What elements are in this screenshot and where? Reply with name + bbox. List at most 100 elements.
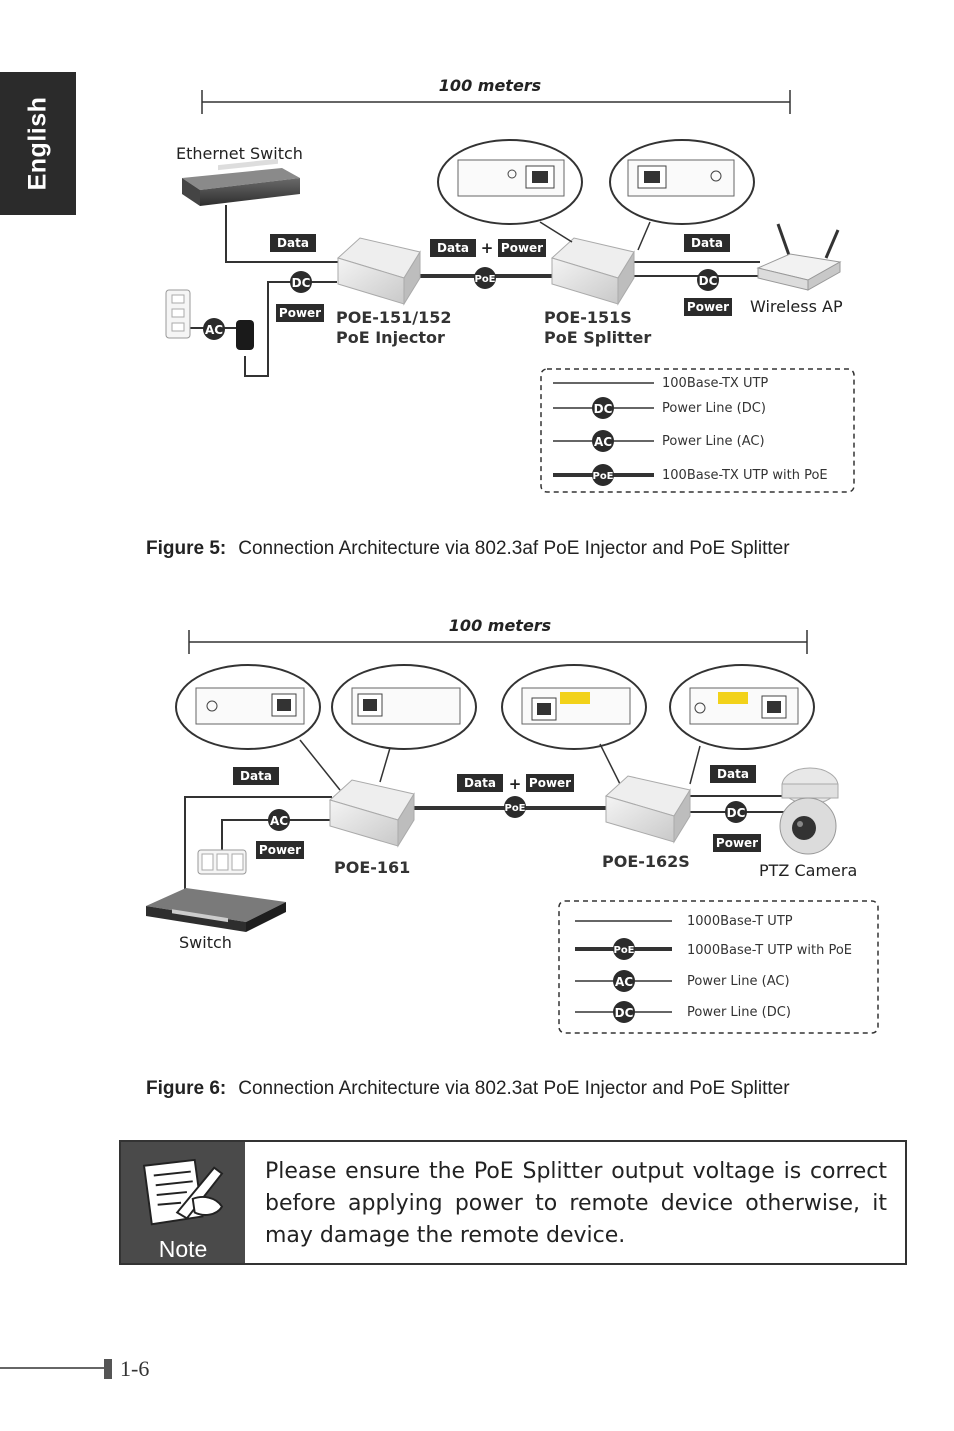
splitter-port-callout	[501, 664, 647, 785]
figure-5-caption-text: Connection Architecture via 802.3af PoE …	[238, 538, 790, 559]
splitter-device-icon	[551, 237, 635, 306]
legend-badge: PoE	[592, 471, 613, 482]
legend-item-label: 100Base-TX UTP	[662, 376, 768, 391]
splitter-model-label: POE-151S	[544, 308, 632, 327]
data-tag-middle: Data	[457, 774, 503, 792]
note-box: Note Please ensure the PoE Splitter outp…	[119, 1140, 907, 1265]
figure-6-diagram: 100 meters	[146, 616, 879, 1034]
legend-item-label: 100Base-TX UTP with PoE	[662, 468, 828, 483]
legend-item-label: Power Line (AC)	[662, 434, 765, 449]
data-tag-left: Data	[270, 234, 316, 252]
data-tag-middle: Data	[430, 239, 476, 257]
legend-badge: AC	[594, 435, 612, 449]
svg-text:Power: Power	[279, 306, 321, 320]
legend-item-label: 1000Base-T UTP	[687, 914, 793, 929]
injector-port-callout	[331, 664, 477, 783]
power-tag-right: Power	[684, 298, 732, 316]
distance-label: 100 meters	[449, 616, 551, 635]
ptz-camera-icon	[779, 767, 839, 855]
splitter-name-label: PoE Splitter	[544, 328, 651, 347]
injector-device-icon	[337, 237, 421, 306]
figure-5-diagram: 100 meters Ethernet Switch	[165, 76, 855, 493]
power-tag-left: Power	[276, 304, 324, 322]
power-tag-middle: Power	[526, 774, 574, 792]
svg-text:Data: Data	[437, 241, 469, 255]
plus-sign: +	[509, 775, 522, 793]
ac-badge: AC	[203, 318, 225, 340]
ac-badge: AC	[268, 809, 290, 831]
dc-badge-right: DC	[697, 269, 719, 291]
svg-text:PoE: PoE	[504, 803, 525, 814]
data-tag-right: Data	[684, 234, 730, 252]
injector-model-label: POE-151/152	[336, 308, 452, 327]
dc-badge-left: DC	[290, 271, 312, 293]
legend-item-label: Power Line (DC)	[687, 1005, 791, 1020]
legend-badge: AC	[615, 975, 633, 989]
svg-text:DC: DC	[727, 806, 746, 820]
poe-badge-middle: PoE	[474, 267, 496, 289]
ptz-camera-label: PTZ Camera	[759, 861, 857, 880]
ethernet-switch-label: Ethernet Switch	[176, 144, 303, 163]
switch-icon	[146, 888, 286, 932]
data-tag-left: Data	[233, 767, 279, 785]
footer-rule	[0, 1367, 104, 1369]
figure-6-caption: Figure 6: Connection Architecture via 802…	[146, 1078, 790, 1100]
svg-text:Power: Power	[687, 300, 729, 314]
wireless-ap-icon	[756, 223, 842, 291]
footer-marker	[104, 1359, 112, 1379]
injector-model-label: POE-161	[334, 858, 410, 877]
wall-outlet-icon	[165, 289, 191, 339]
legend-item-label: 1000Base-T UTP with PoE	[687, 943, 852, 958]
note-label: Note	[158, 1236, 208, 1262]
power-adapter-icon	[236, 320, 254, 350]
legend-item-label: Power Line (DC)	[662, 401, 766, 416]
injector-device-icon	[329, 779, 415, 848]
poe-badge-middle: PoE	[504, 796, 526, 818]
legend-badge: DC	[594, 402, 613, 416]
svg-text:Power: Power	[259, 843, 301, 857]
svg-text:Data: Data	[691, 236, 723, 250]
splitter-model-label: POE-162S	[602, 852, 690, 871]
svg-text:DC: DC	[292, 276, 311, 290]
note-text: Please ensure the PoE Splitter output vo…	[265, 1159, 887, 1248]
figure-6-caption-label: Figure 6:	[146, 1078, 227, 1099]
splitter-port-callout	[609, 139, 755, 251]
wireless-ap-label: Wireless AP	[750, 297, 843, 316]
figure-5-caption-label: Figure 5:	[146, 538, 227, 559]
language-tab: English	[0, 72, 76, 215]
svg-text:PoE: PoE	[474, 274, 495, 285]
svg-text:DC: DC	[699, 274, 718, 288]
distance-label: 100 meters	[439, 76, 541, 95]
power-tag-right: Power	[713, 834, 761, 852]
svg-text:Power: Power	[501, 241, 543, 255]
note-icon-cell: Note	[121, 1142, 245, 1263]
svg-text:Data: Data	[277, 236, 309, 250]
svg-text:AC: AC	[205, 323, 223, 337]
injector-name-label: PoE Injector	[336, 328, 445, 347]
figure-5-legend: 100Base-TX UTP DC Power Line (DC) AC Pow…	[540, 368, 855, 493]
power-tag-middle: Power	[498, 239, 546, 257]
svg-text:Data: Data	[240, 769, 272, 783]
svg-text:AC: AC	[270, 814, 288, 828]
plus-sign: +	[481, 239, 494, 257]
legend-item-label: Power Line (AC)	[687, 974, 790, 989]
splitter-dc-callout	[669, 664, 815, 785]
dc-badge-right: DC	[725, 801, 747, 823]
injector-port-callout	[437, 139, 583, 243]
figure-5-caption: Figure 5: Connection Architecture via 802…	[146, 538, 790, 560]
page-number: 1-6	[120, 1356, 150, 1381]
svg-text:Power: Power	[716, 836, 758, 850]
svg-text:Data: Data	[464, 776, 496, 790]
data-tag-right: Data	[710, 765, 756, 783]
svg-text:Data: Data	[717, 767, 749, 781]
legend-badge: DC	[615, 1006, 634, 1020]
figure-6-caption-text: Connection Architecture via 802.3at PoE …	[238, 1078, 790, 1099]
ethernet-switch-icon	[182, 158, 300, 206]
power-tag-left: Power	[256, 841, 304, 859]
injector-dc-callout	[175, 664, 341, 791]
splitter-device-icon	[605, 775, 691, 844]
wall-outlet-icon	[197, 849, 247, 875]
figure-6-legend: 1000Base-T UTP PoE 1000Base-T UTP with P…	[558, 900, 879, 1034]
switch-label: Switch	[179, 933, 232, 952]
legend-badge: PoE	[613, 945, 634, 956]
